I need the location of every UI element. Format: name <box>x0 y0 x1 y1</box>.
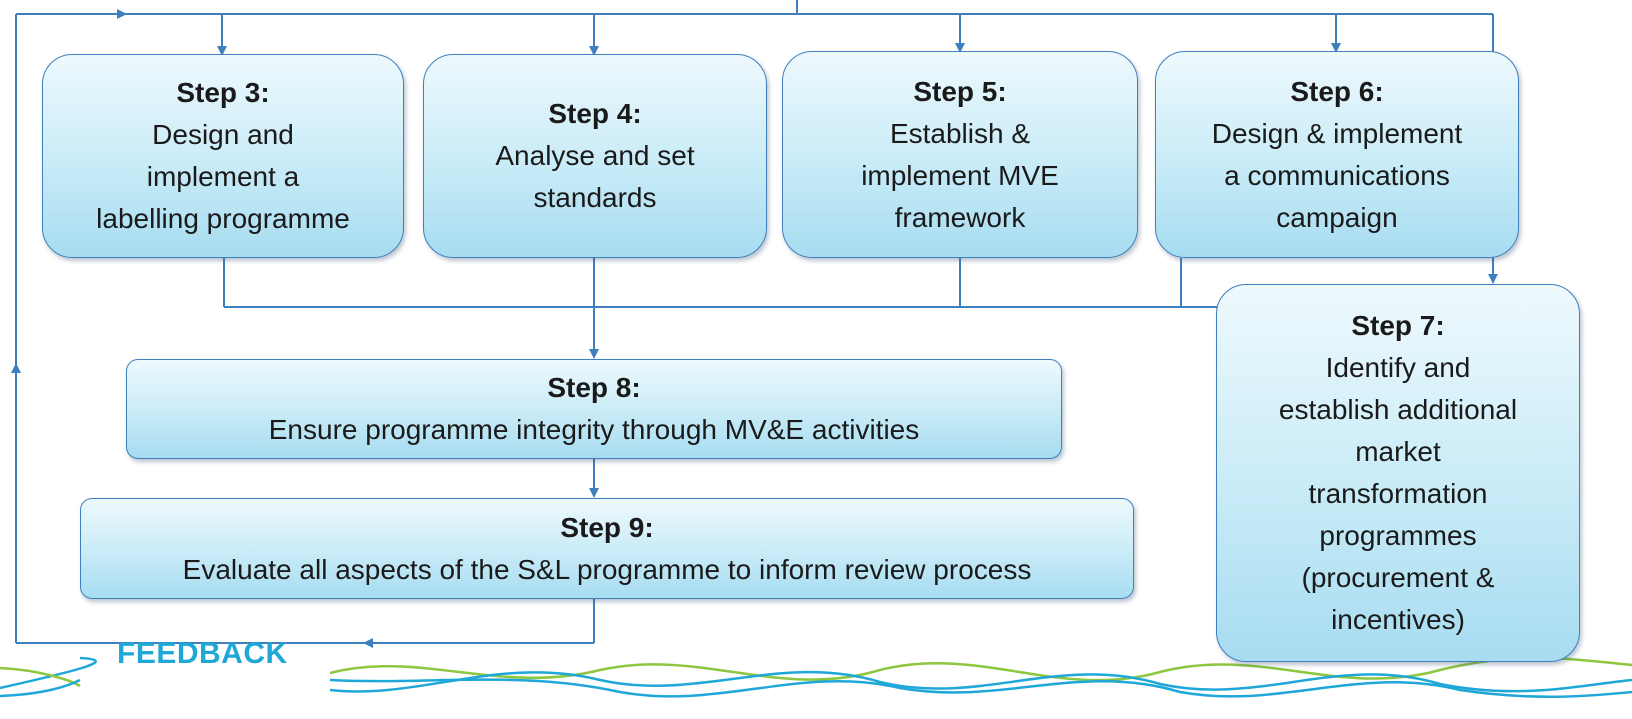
step-title: Step 4: <box>548 98 642 129</box>
step-7-box: Step 7: Identify and establish additiona… <box>1216 284 1580 662</box>
step-4-box: Step 4: Analyse and set standards <box>423 54 767 258</box>
step-description: Design & implement a communications camp… <box>1211 117 1463 233</box>
step-description: Design and implement a labelling program… <box>96 119 350 234</box>
step-title: Step 7: <box>1351 310 1445 341</box>
feedback-label: FEEDBACK <box>117 637 288 670</box>
step-3-box: Step 3: Design and implement a labelling… <box>42 54 404 258</box>
step-description: Evaluate all aspects of the S&L programm… <box>182 553 1032 585</box>
step-5-box: Step 5: Establish & implement MVE framew… <box>782 51 1138 258</box>
step-title: Step 8: <box>547 372 641 403</box>
step-6-box: Step 6: Design & implement a communicati… <box>1155 51 1519 258</box>
step-title: Step 6: <box>1290 75 1384 107</box>
feedback-wave-decoration <box>0 656 1632 699</box>
step-description: Ensure programme integrity through MV&E … <box>268 414 920 445</box>
step-description: Identify and establish additional market… <box>1278 352 1518 635</box>
step-8-box: Step 8: Ensure programme integrity throu… <box>126 359 1062 459</box>
step-9-box: Step 9: Evaluate all aspects of the S&L … <box>80 498 1134 599</box>
step-title: Step 3: <box>176 77 270 108</box>
step-title: Step 9: <box>560 511 654 543</box>
step-description: Establish & implement MVE framework <box>861 117 1059 233</box>
step-description: Analyse and set standards <box>495 140 695 213</box>
step-title: Step 5: <box>913 75 1007 107</box>
